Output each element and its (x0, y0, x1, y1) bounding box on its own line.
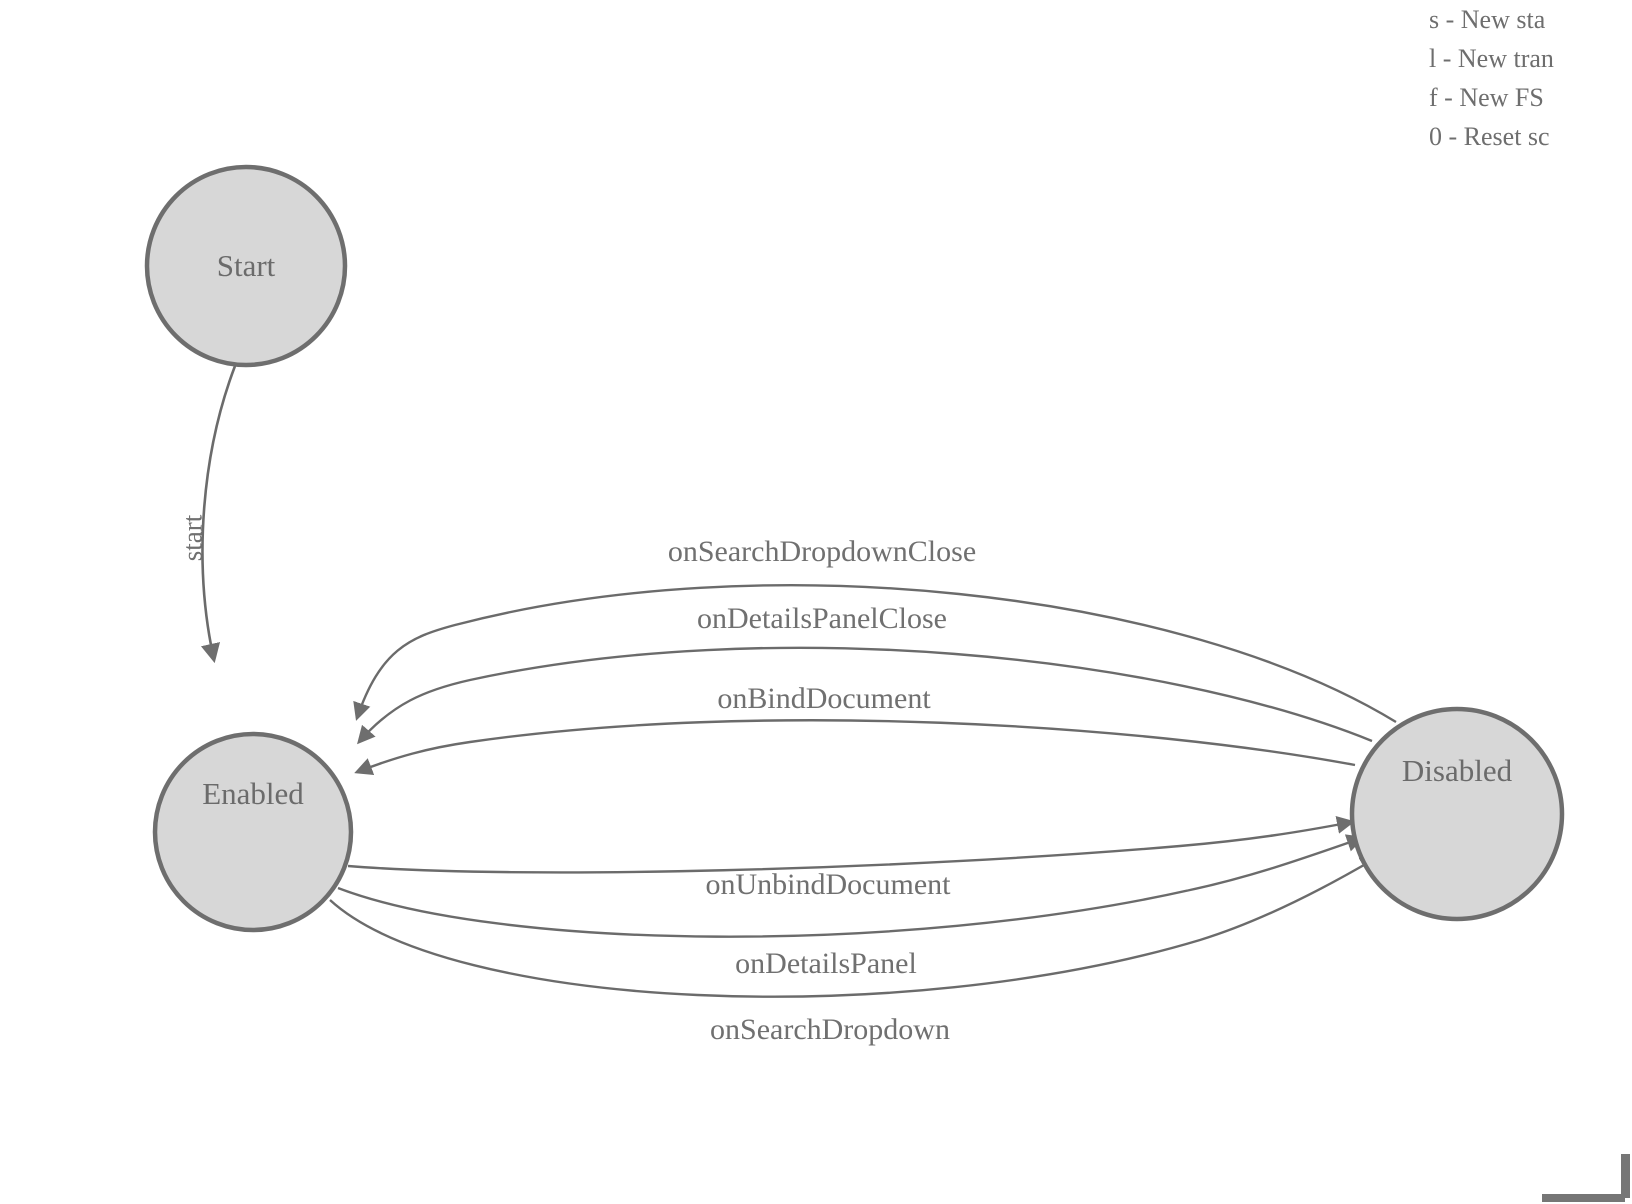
edge-label-onsearchdropdownclose: onSearchDropdownClose (667, 535, 977, 568)
edge-onsearchdropdownclose[interactable] (353, 584, 1397, 724)
state-node-enabled[interactable] (152, 731, 354, 933)
horizontal-scrollbar-thumb[interactable] (1542, 1194, 1625, 1202)
edge-onsearchdropdown[interactable] (329, 856, 1379, 998)
edge-ondetailspanelclose-path (357, 646, 1373, 745)
edge-onbinddocument-path (354, 719, 1356, 776)
state-node-disabled[interactable] (1349, 706, 1565, 922)
edge-start[interactable] (200, 365, 237, 664)
edge-onsearchdropdown-path (329, 856, 1379, 998)
edge-onunbinddocument-path (347, 815, 1355, 874)
edge-label-start: start (177, 514, 208, 562)
edge-ondetailspanel[interactable] (337, 834, 1365, 938)
edge-label-ondetailspanelclose: onDetailsPanelClose (697, 602, 947, 635)
edge-start-path (200, 365, 237, 664)
edge-onunbinddocument[interactable] (347, 815, 1355, 874)
edge-label-ondetailspanel: onDetailsPanel (735, 947, 917, 980)
edge-label-onunbinddocument: onUnbindDocument (705, 868, 951, 901)
edge-onsearchdropdownclose-path (353, 584, 1397, 724)
edge-ondetailspanelclose[interactable] (357, 646, 1373, 745)
state-node-disabled-label: Disabled (1401, 753, 1513, 788)
edge-ondetailspanel-path (337, 834, 1365, 938)
edge-label-onbinddocument: onBindDocument (717, 682, 931, 715)
state-node-enabled-label: Enabled (202, 776, 304, 811)
edge-onbinddocument[interactable] (354, 719, 1356, 776)
state-node-start[interactable] (144, 164, 348, 368)
state-node-start-label: Start (216, 248, 276, 283)
edge-label-onsearchdropdown: onSearchDropdown (710, 1013, 950, 1046)
vertical-scrollbar-thumb[interactable] (1621, 1154, 1630, 1198)
